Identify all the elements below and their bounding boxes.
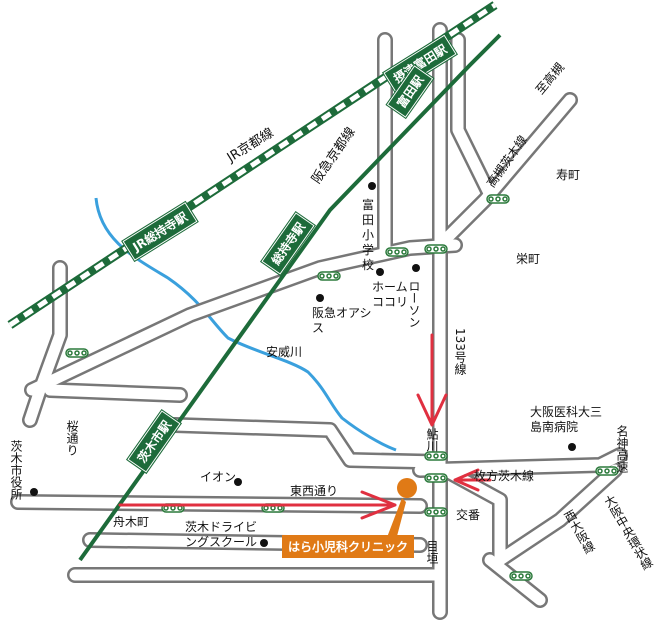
area-kotobuki: 寿町 [556, 168, 581, 182]
label-tozai-dori: 東西通り [290, 484, 339, 498]
area-megaki: 目垣 [425, 540, 439, 564]
area-ayukawa: 鮎川 [425, 428, 439, 452]
landmark-hankyu-oasis: 阪急オアシス [312, 306, 372, 335]
police-box: 交番 [456, 508, 481, 522]
route-arrow-tozai [118, 490, 397, 520]
label-ai-river: 安威川 [266, 345, 303, 359]
landmark-aeon: イオン [200, 470, 237, 484]
label-route-133: 133号線 [453, 328, 467, 375]
label-hirakata-ibaraki: 枚方茨木線 [474, 469, 535, 483]
landmark-driving-school: 茨木ドライビングスクール [185, 520, 258, 549]
route-arrows [118, 333, 492, 520]
label-shin-meishin: 名神高速 [615, 425, 629, 473]
label-sakura-dori: 桜通り [65, 420, 79, 456]
landmark-lawson: ローソン [407, 280, 421, 328]
route-arrow-from-east [453, 468, 492, 492]
area-sakae: 栄町 [516, 252, 541, 266]
landmark-home-cocori: ホームココリ [372, 280, 409, 309]
landmark-medical-univ: 大阪医科大三島南病院 [530, 405, 603, 434]
clinic-marker [386, 478, 417, 540]
area-funaki: 舟木町 [113, 515, 150, 529]
landmark-dots [30, 182, 576, 547]
ai-river [94, 197, 397, 452]
landmark-city-office: 茨木市役所 [9, 440, 23, 500]
hankyu-kyoto-line [78, 33, 502, 562]
route-arrow-from-north [416, 333, 448, 427]
clinic-name-tag: はら小児科クリニック [282, 535, 415, 558]
landmark-tonda-elem: 富田小学校 [362, 198, 375, 272]
